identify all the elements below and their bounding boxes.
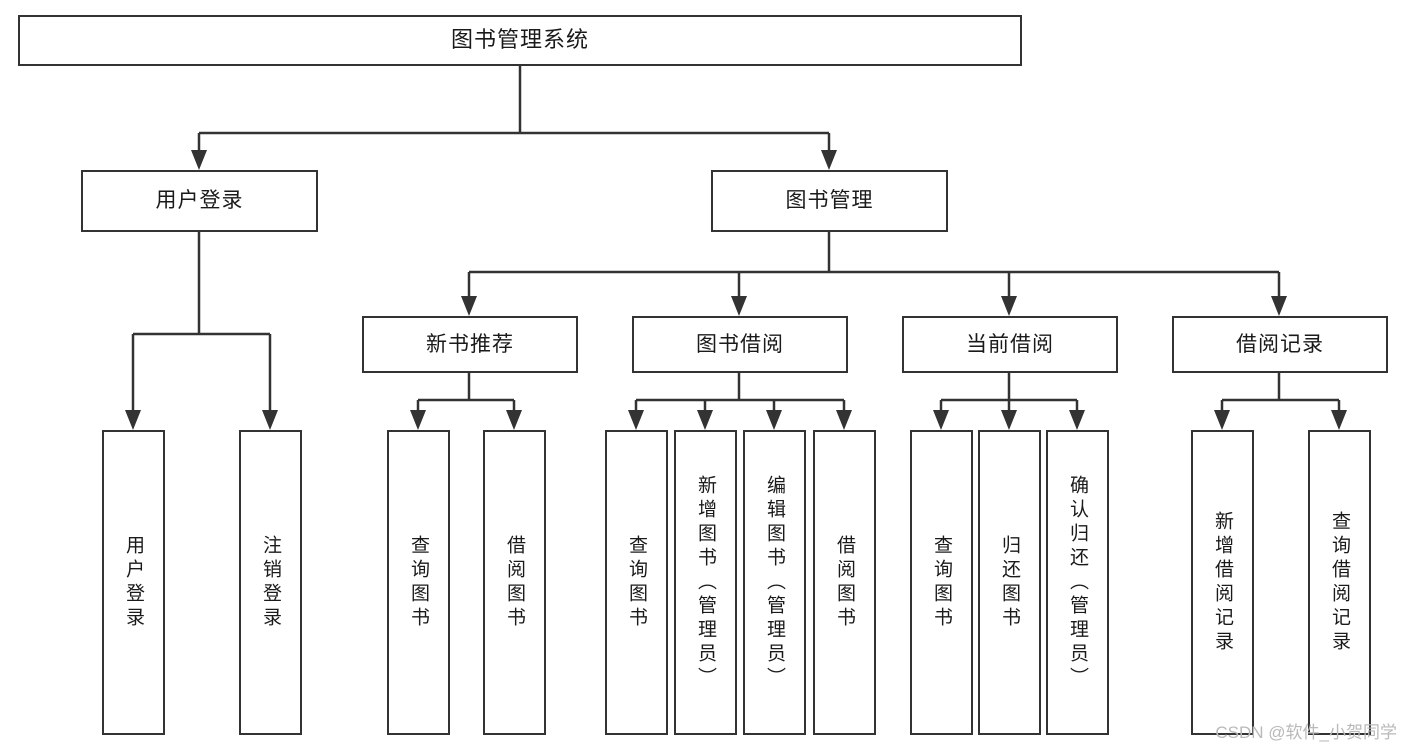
node-label: 查询借阅记录 <box>1329 510 1350 655</box>
arrowhead-leaf-r2 <box>1331 410 1347 430</box>
arrowhead-leaf-n2 <box>506 410 522 430</box>
arrowhead-new-book <box>461 296 477 316</box>
node-label: 借阅图书 <box>504 534 525 631</box>
arrowhead-leaf-b2 <box>697 410 713 430</box>
arrowhead-leaf-b1 <box>628 410 644 430</box>
arrowhead-leaf-c2 <box>1001 410 1017 430</box>
arrowhead-leaf-c1 <box>933 410 949 430</box>
node-label: 当前借阅 <box>966 332 1054 356</box>
arrowhead-leaf-u2 <box>262 410 278 430</box>
watermark-csdn: CSDN @软件_小贺同学 <box>1215 723 1397 742</box>
node-book-borrow[interactable]: 图书借阅 <box>632 316 848 373</box>
node-label: 用户登录 <box>155 189 244 213</box>
leaf-current-borrow-query[interactable]: 查询图书 <box>910 430 973 735</box>
leaf-book-borrow-edit[interactable]: 编辑图书（管理员） <box>743 430 806 735</box>
node-label: 归还图书 <box>999 534 1020 631</box>
arrowhead-leaf-n1 <box>410 410 426 430</box>
arrowhead-current-borrow <box>1001 296 1017 316</box>
node-root-book-management-system[interactable]: 图书管理系统 <box>18 15 1022 66</box>
arrowhead-book-borrow <box>731 296 747 316</box>
leaf-current-borrow-confirm-return[interactable]: 确认归还（管理员） <box>1046 430 1109 735</box>
node-book-management[interactable]: 图书管理 <box>711 170 948 232</box>
node-label: 新增图书（管理员） <box>695 474 716 691</box>
node-label: 查询图书 <box>931 534 952 631</box>
node-label: 查询图书 <box>408 534 429 631</box>
node-label: 借阅记录 <box>1236 332 1324 356</box>
arrowhead-leaf-u1 <box>125 410 141 430</box>
node-label: 编辑图书（管理员） <box>764 474 785 691</box>
leaf-new-book-query[interactable]: 查询图书 <box>387 430 450 735</box>
node-label: 图书管理 <box>785 189 874 213</box>
arrowhead-book-manage <box>821 150 837 170</box>
node-current-borrow[interactable]: 当前借阅 <box>902 316 1118 373</box>
node-label: 新增借阅记录 <box>1212 510 1233 655</box>
leaf-user-login-logout[interactable]: 注销登录 <box>239 430 302 735</box>
node-new-book-recommend[interactable]: 新书推荐 <box>362 316 578 373</box>
leaf-user-login-login[interactable]: 用户登录 <box>102 430 165 735</box>
arrowhead-leaf-b4 <box>836 410 852 430</box>
leaf-current-borrow-return[interactable]: 归还图书 <box>978 430 1041 735</box>
arrowhead-leaf-r1 <box>1214 410 1230 430</box>
node-borrow-record[interactable]: 借阅记录 <box>1172 316 1388 373</box>
node-label: 查询图书 <box>626 534 647 631</box>
leaf-book-borrow-add[interactable]: 新增图书（管理员） <box>674 430 737 735</box>
leaf-book-borrow-borrow[interactable]: 借阅图书 <box>813 430 876 735</box>
leaf-new-book-borrow[interactable]: 借阅图书 <box>483 430 546 735</box>
node-label: 图书管理系统 <box>450 27 589 53</box>
arrowhead-leaf-b3 <box>766 410 782 430</box>
arrowhead-user-login <box>191 150 207 170</box>
arrowhead-leaf-c3 <box>1069 410 1085 430</box>
node-label: 图书借阅 <box>696 332 784 356</box>
node-label: 注销登录 <box>260 534 281 631</box>
leaf-borrow-record-query[interactable]: 查询借阅记录 <box>1308 430 1371 735</box>
node-user-login[interactable]: 用户登录 <box>81 170 318 232</box>
node-label: 确认归还（管理员） <box>1067 474 1088 691</box>
leaf-borrow-record-add[interactable]: 新增借阅记录 <box>1191 430 1254 735</box>
node-label: 新书推荐 <box>426 332 514 356</box>
leaf-book-borrow-query[interactable]: 查询图书 <box>605 430 668 735</box>
arrowhead-borrow-record <box>1271 296 1287 316</box>
node-label: 借阅图书 <box>834 534 855 631</box>
node-label: 用户登录 <box>123 534 144 631</box>
